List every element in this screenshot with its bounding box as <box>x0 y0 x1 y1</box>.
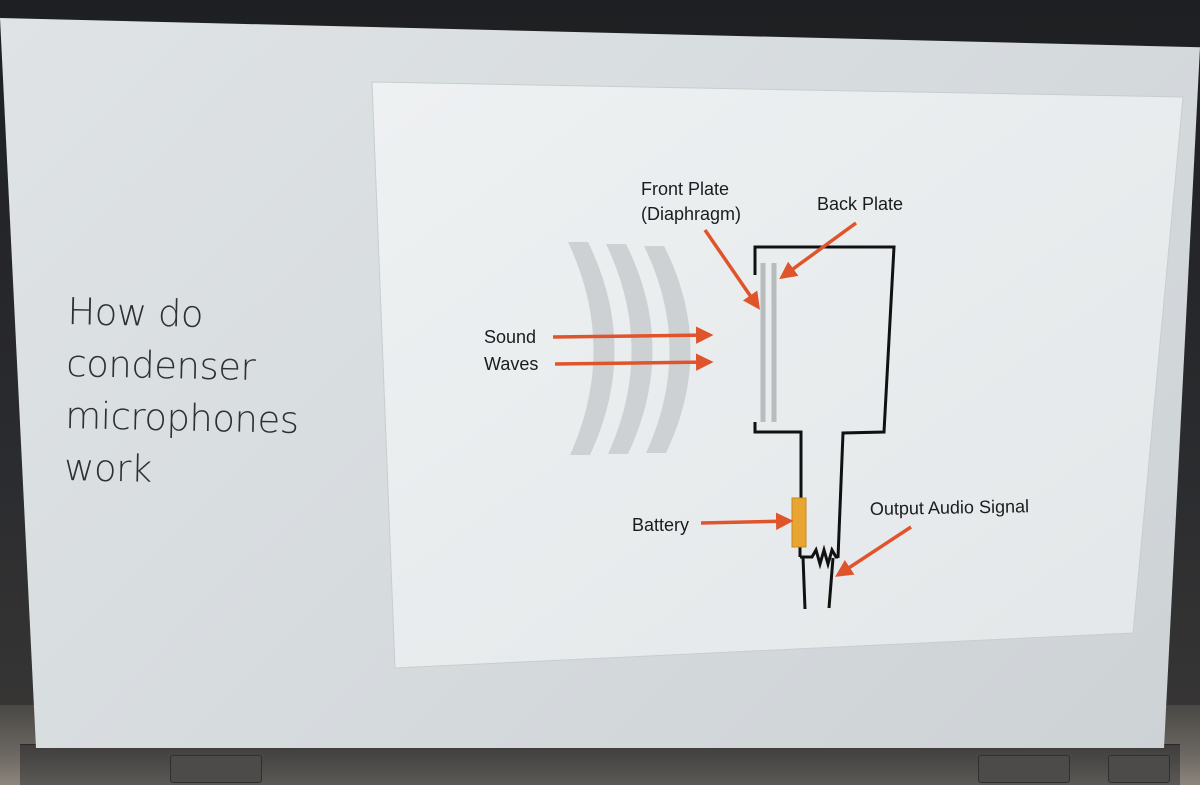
left-lead <box>753 422 803 498</box>
label-output: Output Audio Signal <box>870 496 1029 519</box>
battery-cell <box>791 497 807 548</box>
arrows <box>552 221 912 577</box>
arrow-sound-2 <box>554 353 714 371</box>
diagram-card <box>371 81 1184 669</box>
wave-3 <box>644 246 691 453</box>
circuit <box>753 245 896 610</box>
wave-1 <box>568 242 615 455</box>
arrow-sound-1 <box>552 326 714 344</box>
wave-2 <box>606 244 653 454</box>
hinge-far <box>1108 755 1170 783</box>
label-back-plate: Back Plate <box>817 194 903 214</box>
label-sound-2: Waves <box>484 354 538 374</box>
label-battery: Battery <box>632 515 689 535</box>
plates <box>760 263 777 422</box>
hinge-left <box>170 755 262 783</box>
arrow-output <box>835 525 912 577</box>
hinge-right <box>978 755 1070 783</box>
sound-waves <box>568 242 691 455</box>
resistor <box>800 544 838 570</box>
arrow-back-plate <box>779 221 858 280</box>
arrow-battery <box>700 512 794 531</box>
label-front-plate-2: (Diaphragm) <box>641 204 741 224</box>
capsule-outline <box>753 245 896 559</box>
output-lead-left <box>801 556 807 610</box>
label-front-plate-1: Front Plate <box>641 179 729 199</box>
output-lead-right <box>827 557 835 609</box>
arrow-front-plate <box>703 229 760 310</box>
laptop-lip <box>20 744 1180 785</box>
label-sound-1: Sound <box>484 327 536 347</box>
